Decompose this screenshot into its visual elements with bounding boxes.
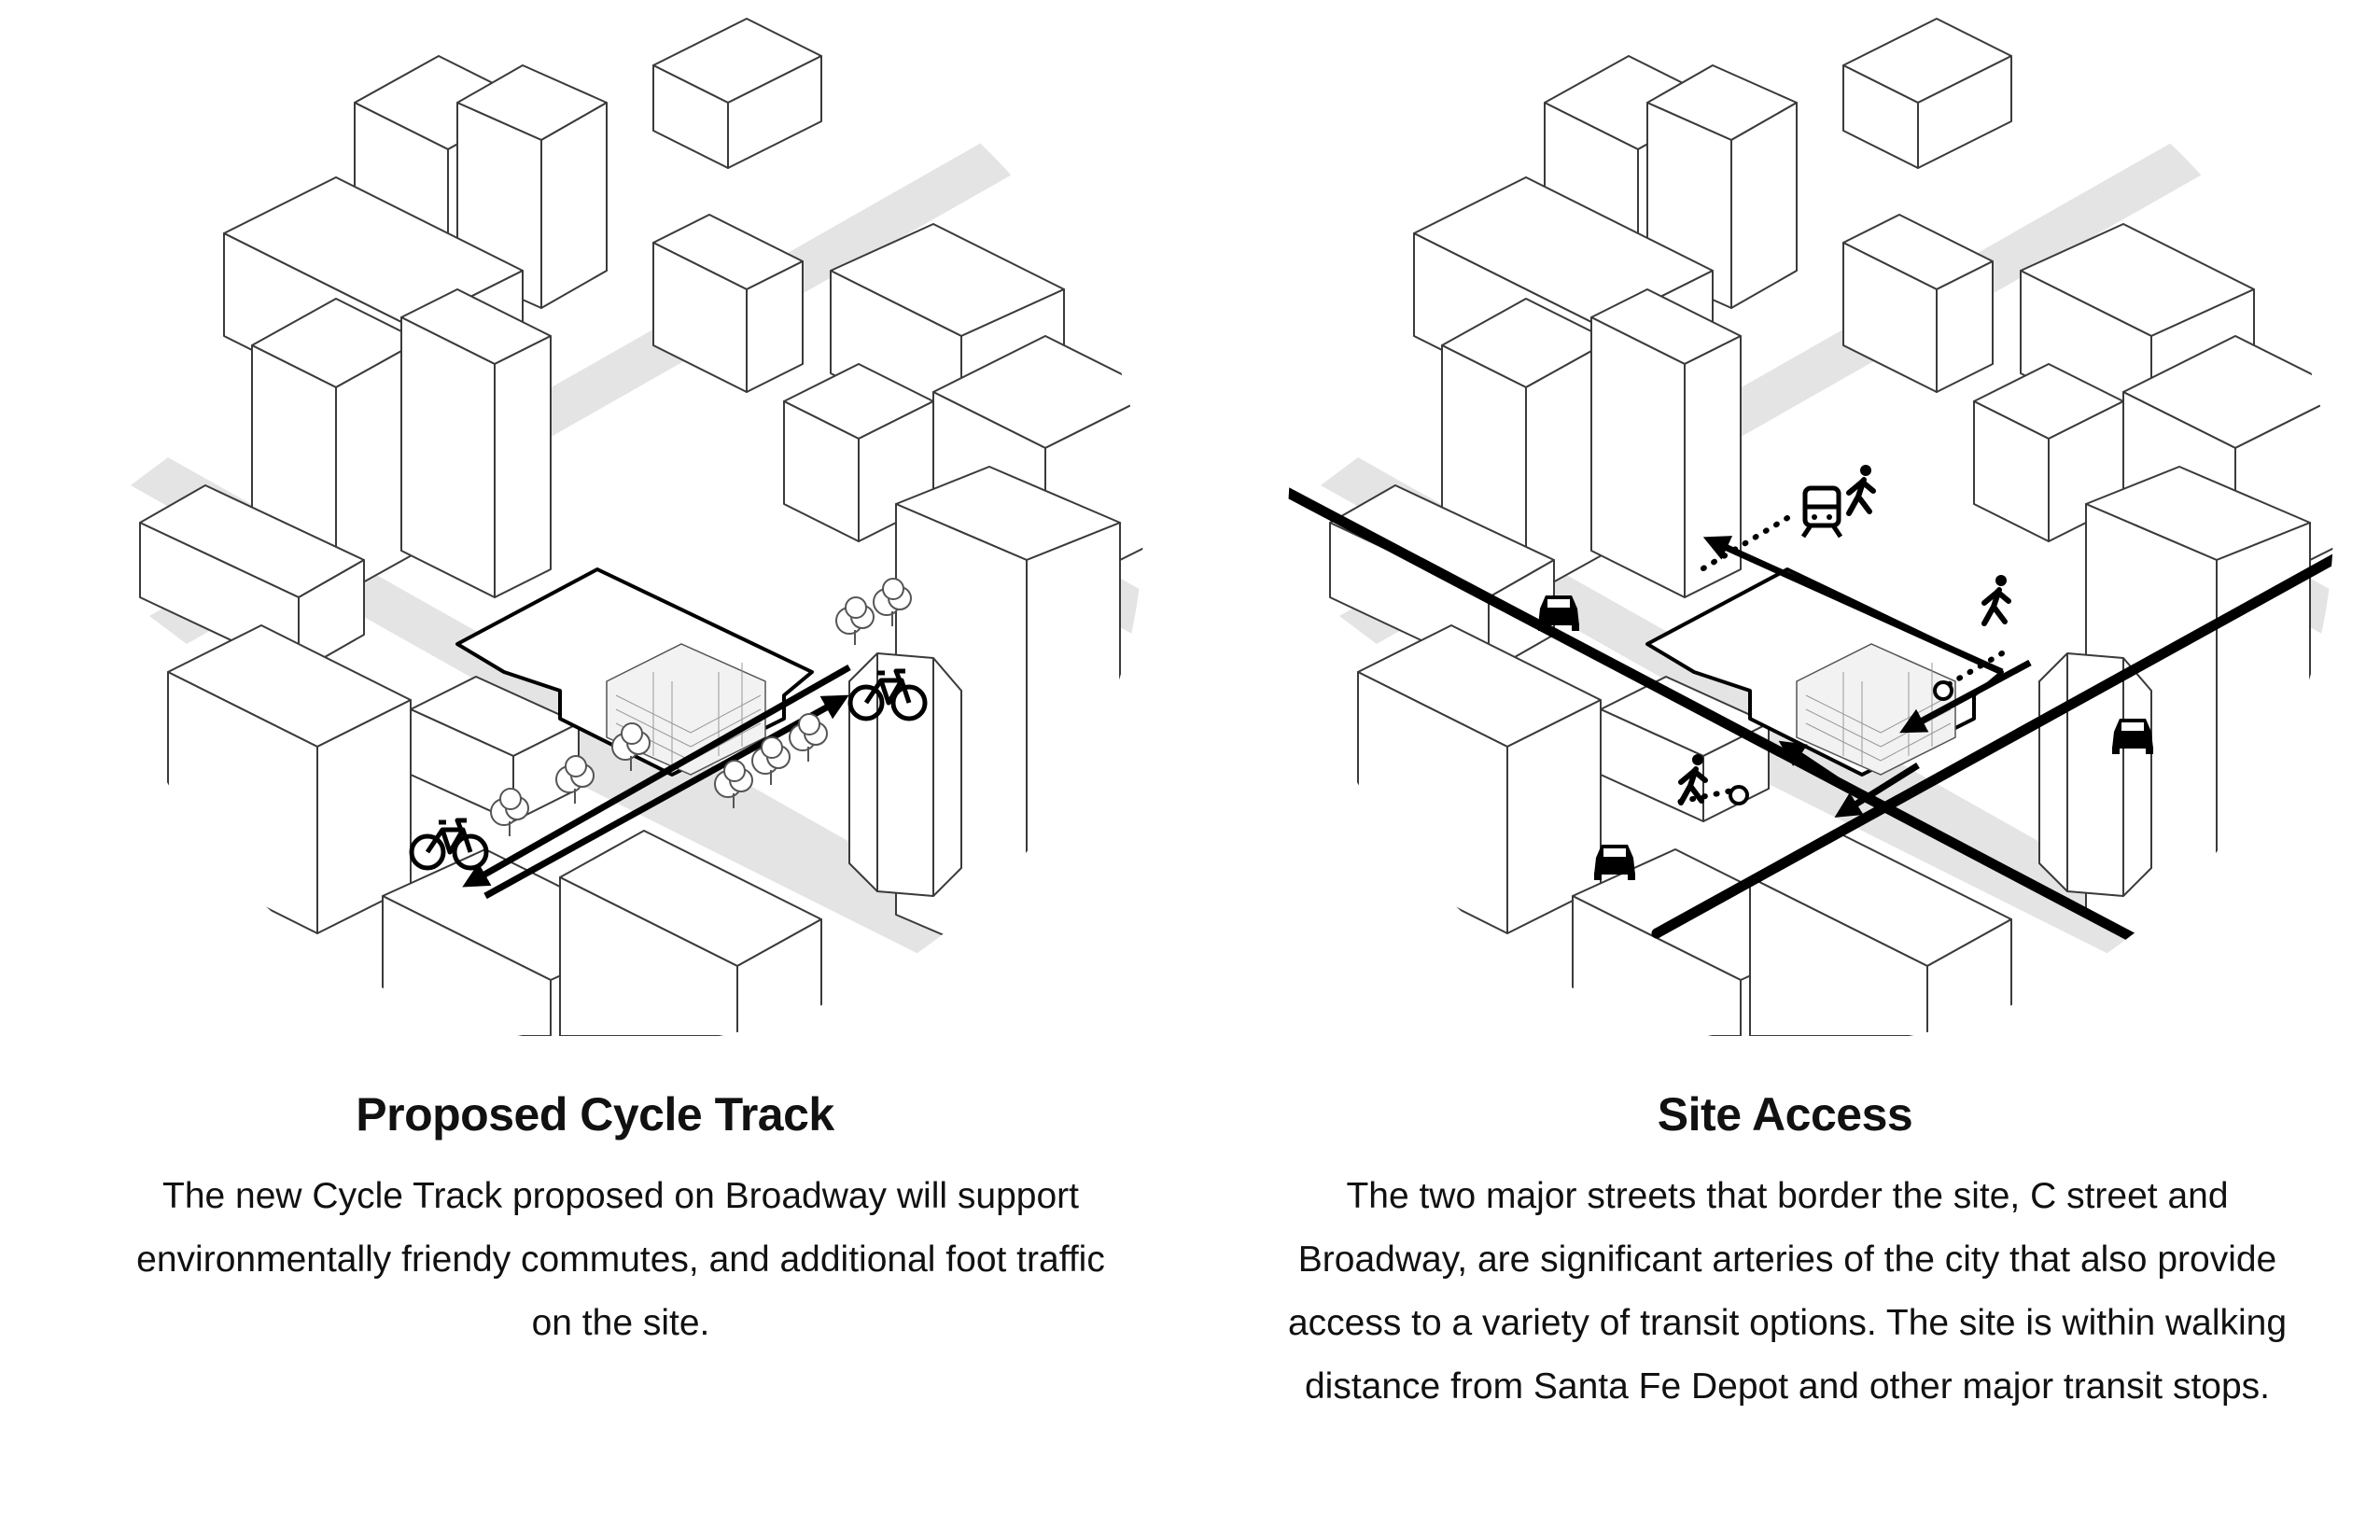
access-arrow	[1778, 740, 1845, 787]
pedestrian-icon	[1849, 465, 1873, 513]
panel-title: Site Access	[1657, 1088, 1913, 1141]
pedestrian-icon	[1984, 575, 2009, 623]
panel-site-access: Site Access The two major streets that b…	[1190, 0, 2380, 1540]
access-arrow	[1834, 763, 1920, 818]
panel-title: Proposed Cycle Track	[356, 1088, 834, 1141]
panel-description: The new Cycle Track proposed on Broadway…	[136, 1176, 1105, 1343]
broadway-line	[1651, 536, 2333, 939]
cycle-track-diagram	[130, 18, 1143, 1036]
access-arrow	[1899, 659, 2032, 734]
access-arrow	[1702, 536, 2004, 676]
panel-description: The two major streets that border the si…	[1287, 1176, 2288, 1407]
train-icon	[1803, 488, 1841, 537]
walking-path	[1943, 651, 2005, 689]
cycle-track-arrow	[462, 664, 851, 888]
car-icon	[1594, 845, 1635, 880]
cycle-track-arrow	[483, 694, 849, 900]
panel-cycle-track: Proposed Cycle Track The new Cycle Track…	[130, 18, 1143, 1343]
site-access-diagram	[1288, 18, 2333, 1036]
car-icon	[1538, 595, 1579, 631]
